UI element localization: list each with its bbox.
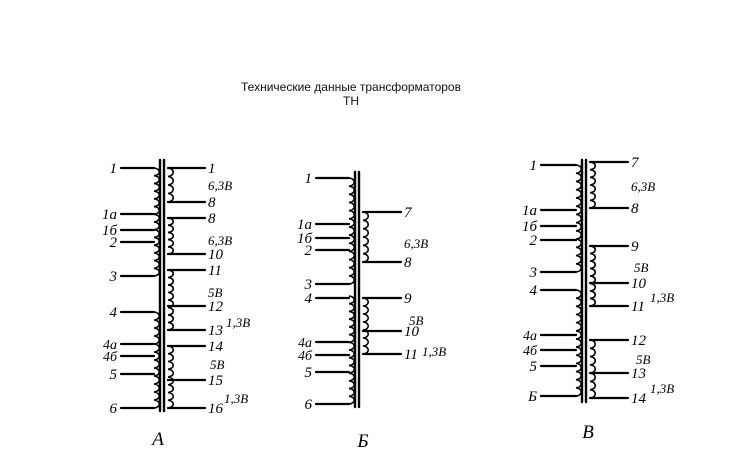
primary-winding [575,289,583,397]
pin-10-label: 10 [404,324,420,340]
pin-1-label: 1 [305,171,313,187]
pin-4a-label: 4а [523,329,537,344]
pin-1b-label: 1б [522,219,538,235]
pin-4-label: 4 [110,305,118,321]
voltage-label: 5В [210,357,225,372]
pin-2-label: 2 [530,233,538,249]
pin-1a-label: 1а [297,217,312,233]
pin-8b-label: 8 [208,211,216,227]
pin-14-label: 14 [631,391,647,407]
secondary-winding [362,211,370,263]
secondary-winding [362,297,370,355]
voltage-label: 5В [634,260,649,275]
pin-9-label: 9 [631,239,639,255]
pin-3-label: 3 [529,265,538,281]
pin-2-label: 2 [110,235,118,251]
pin-11-label: 11 [208,263,222,279]
secondary-winding [167,345,175,409]
pin-5-label: 5 [110,367,118,383]
pin-9-label: 9 [404,291,412,307]
pin-6-label: Б [527,389,537,405]
pin-1-label: 1 [208,161,216,177]
page-title: Технические данные трансформаторов ТН [0,80,702,108]
diagram-c: 11а1б2344а4б5Б78910111213146,3В5В1,3В5В1… [522,155,674,443]
secondary-winding [589,245,597,307]
voltage-label: 1,3В [226,315,250,330]
primary-winding [153,167,161,277]
voltage-label: 6,3В [404,236,428,251]
pin-5-label: 5 [305,365,313,381]
pin-13-label: 13 [208,323,223,339]
voltage-label: 1,3В [224,391,248,406]
pin-3-label: 3 [304,277,313,293]
pin-14-label: 14 [208,339,224,355]
voltage-label: 6,3В [208,178,232,193]
secondary-winding [167,217,175,255]
pin-4-label: 4 [305,291,313,307]
pin-5-label: 5 [530,359,538,375]
pin-11-label: 11 [631,299,645,315]
pin-4b-label: 4б [298,349,313,364]
voltage-label: 5В [208,285,223,300]
secondary-winding [167,269,175,331]
secondary-winding [589,161,597,209]
pin-3-label: 3 [109,269,118,285]
voltage-label: 1,3В [650,290,674,305]
pin-8-label: 8 [404,255,412,271]
pin-15-label: 15 [208,373,224,389]
diagram-caption: Б [356,431,368,452]
secondary-winding [167,167,175,203]
primary-winding [153,311,161,409]
pin-4b-label: 4б [523,344,538,359]
voltage-label: 5В [636,352,651,367]
pin-10-label: 10 [631,276,647,292]
title-line-2: ТН [343,94,359,108]
pin-2-label: 2 [305,243,313,259]
primary-winding [348,295,356,405]
pin-6-label: 6 [110,401,118,417]
voltage-label: 6,3В [631,179,655,194]
pin-4b-label: 4б [103,350,118,365]
pin-4a-label: 4а [103,338,117,353]
pin-7-label: 7 [404,205,413,221]
pin-1a-label: 1а [102,207,117,223]
pin-1a-label: 1а [522,203,537,219]
pin-4a-label: 4а [298,336,312,351]
pin-6-label: 6 [305,397,313,413]
pin-8-label: 8 [631,201,639,217]
pin-1b-label: 1б [102,223,118,239]
pin-16-label: 16 [208,401,224,417]
diagram-caption: А [150,429,164,450]
voltage-label: 6,3В [208,233,232,248]
pin-1-label: 1 [110,161,118,177]
pin-12-label: 12 [631,333,647,349]
pin-4-label: 4 [530,283,538,299]
diagram-caption: В [582,422,594,443]
primary-winding [348,177,356,285]
voltage-label: 1,3В [650,381,674,396]
pin-8-label: 8 [208,195,216,211]
secondary-winding [589,339,597,399]
pin-12-label: 12 [208,299,224,315]
voltage-label: 5В [409,313,424,328]
pin-13-label: 13 [631,366,646,382]
pin-1b-label: 1б [297,231,313,247]
pin-11-label: 11 [404,347,418,363]
pin-10-label: 10 [208,247,224,263]
voltage-label: 1,3В [422,344,446,359]
primary-winding [575,164,583,273]
pin-7-label: 7 [631,155,640,171]
pin-1-label: 1 [530,158,538,174]
title-line-1: Технические данные трансформаторов [241,80,461,94]
